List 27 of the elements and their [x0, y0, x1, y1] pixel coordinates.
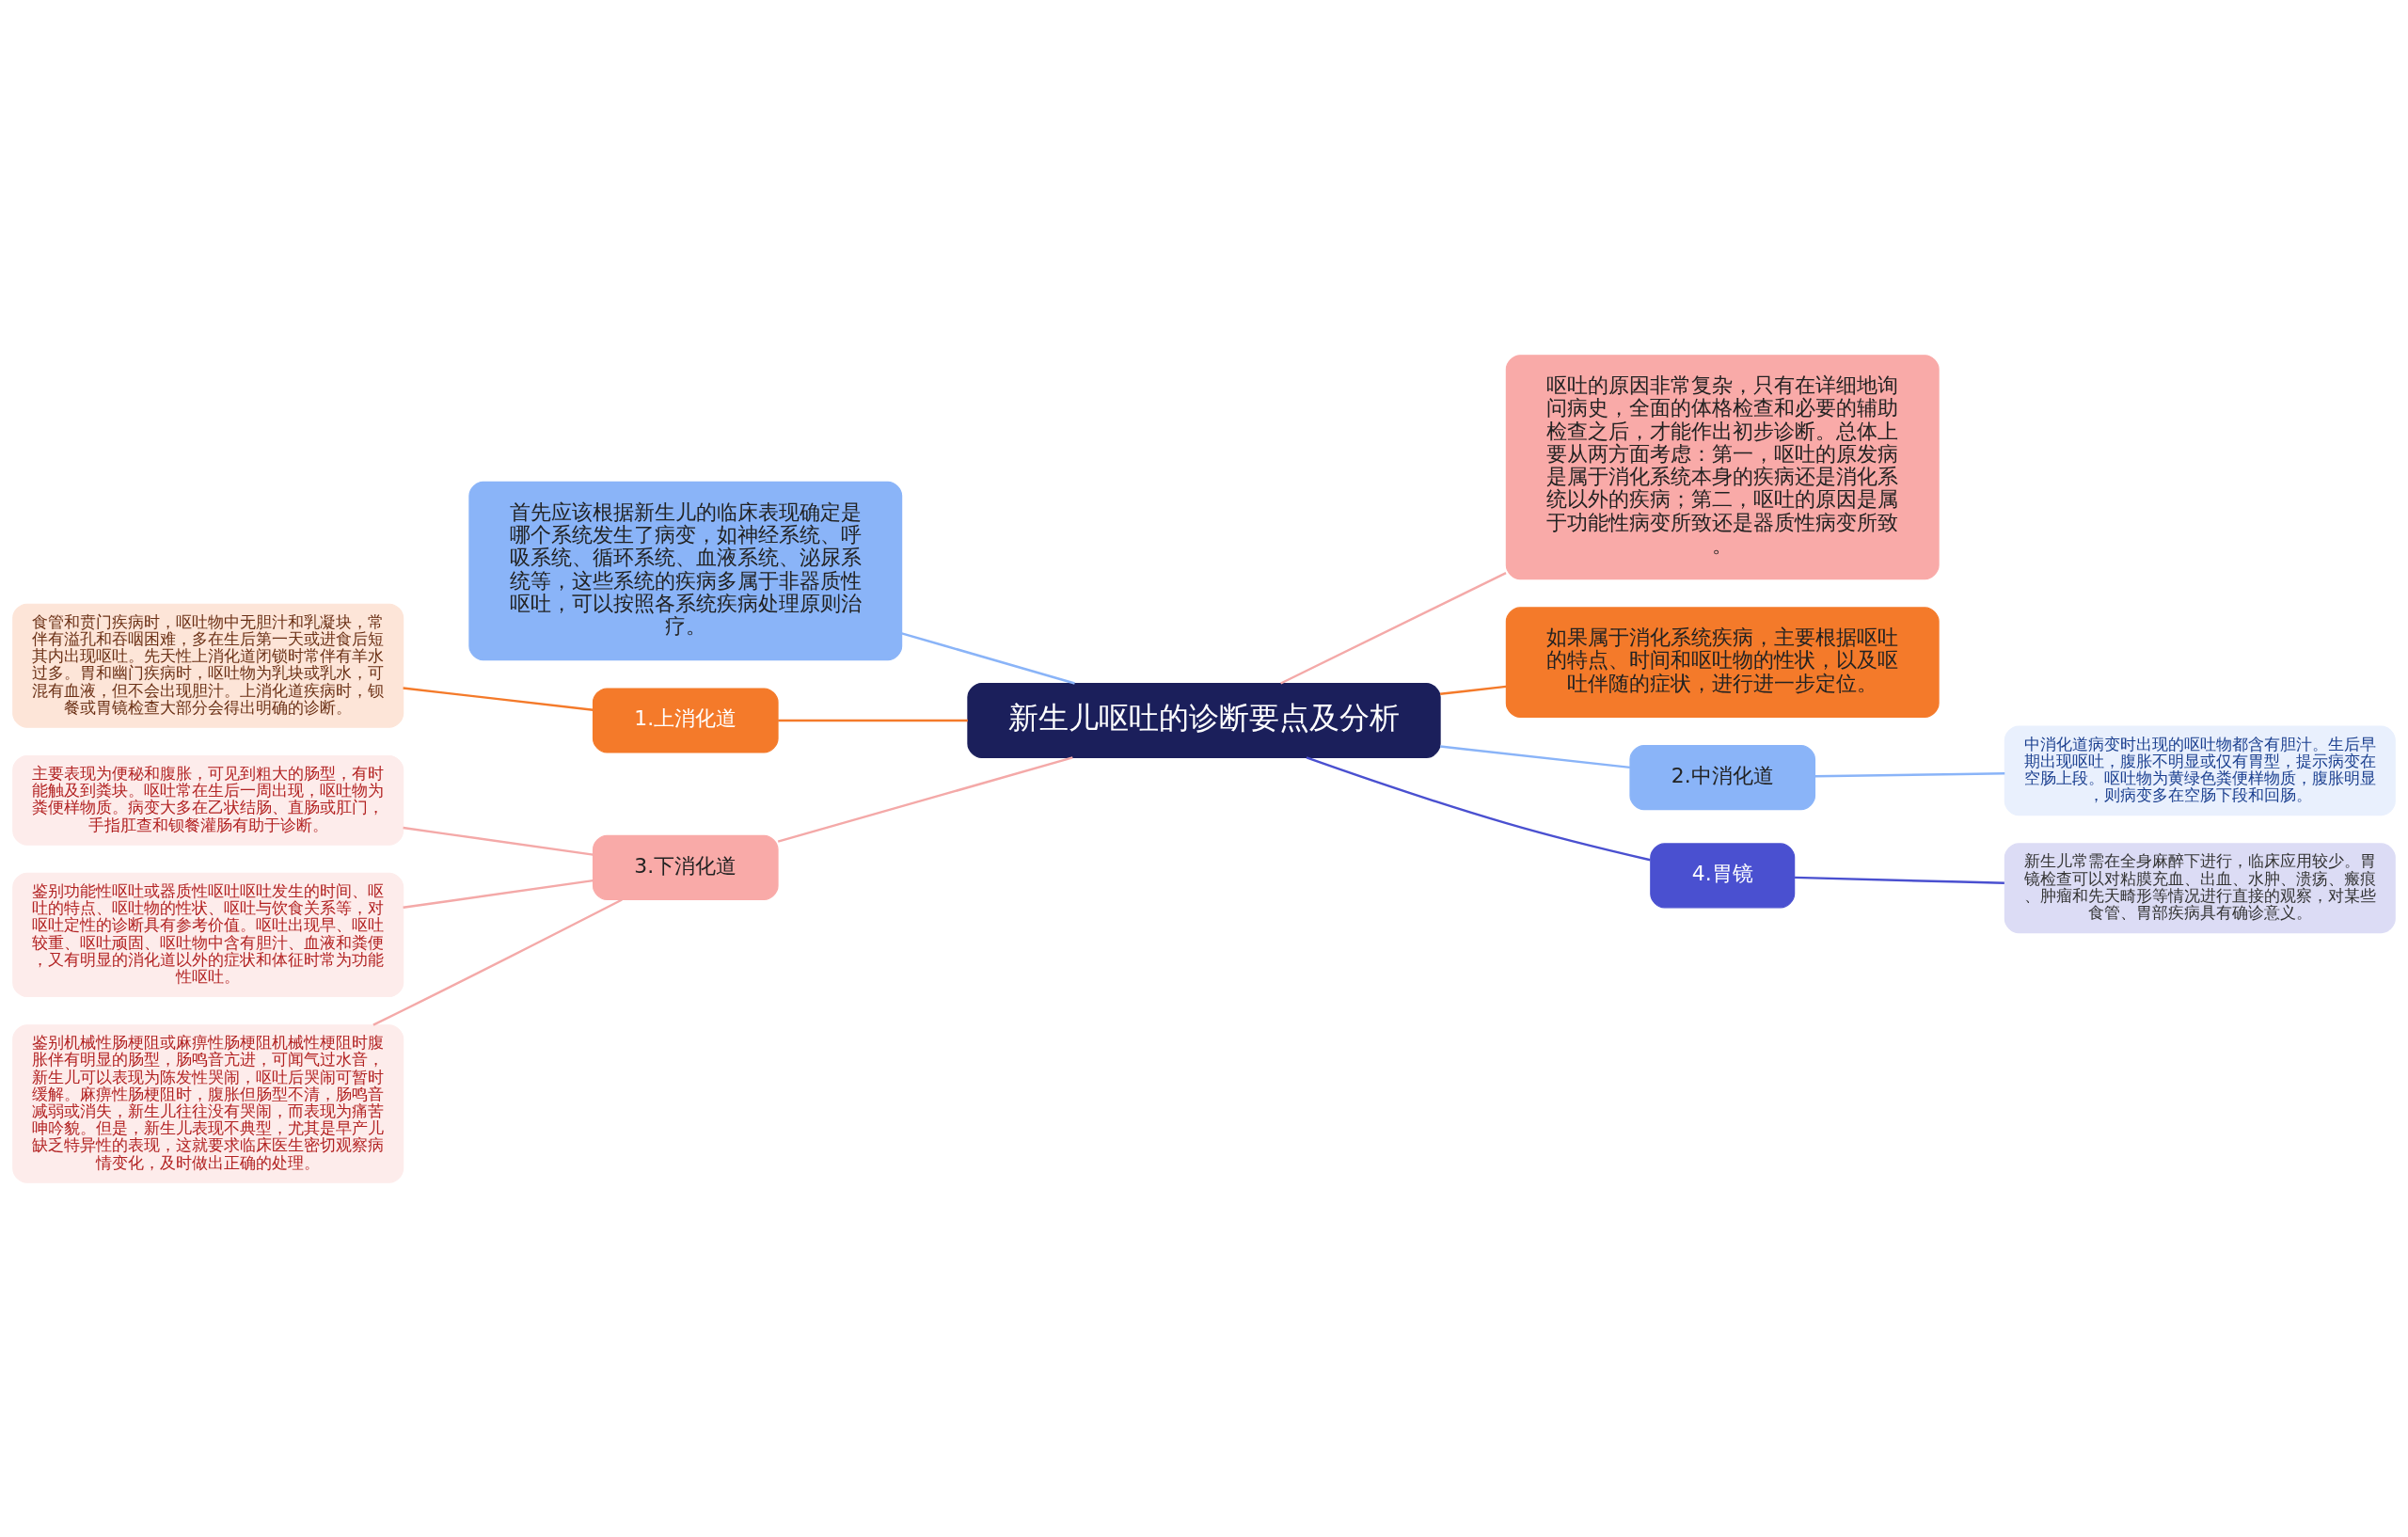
connector [372, 897, 623, 1026]
connector [1440, 685, 1507, 695]
node-box: 食管和贲门疾病时，呕吐物中无胆汁和乳凝块，常伴有溢孔和吞咽困难，多在生后第一天或进食后短其内出现呕吐。先天性上消化道闭锁时常伴有羊水过多。胃和幽门疾病时，呕吐物为乳块或乳水，可混有血液，但不会出现胆汁。上消化道疾病时，钡餐或胃镜检查大部分会得出明确的诊断。 [12, 603, 404, 728]
connector [403, 826, 594, 856]
connector [1280, 571, 1507, 685]
connector [901, 631, 1075, 685]
node-box: 主要表现为便秘和腹胀，可见到粗大的肠型，有时能触及到粪块。呕吐常在生后一周出现，呕吐物为粪便样物质。病变大多在乙状结肠、直肠或肛门，手指肛查和钡餐灌肠有助于诊断。 [12, 754, 404, 846]
connector [403, 879, 594, 909]
connector [778, 719, 968, 721]
node-box: 1.上消化道 [592, 687, 779, 753]
node-box: 呕吐的原因非常复杂，只有在详细地询问病史，全面的体格检查和必要的辅助检查之后，才能作出初步诊断。总体上要从两方面考虑：第一，呕吐的原发病是属于消化系统本身的疾病还是消化系统以外的疾病；第二，呕吐的原因是属于功能性病变所致还是器质性病变所致。 [1505, 354, 1940, 579]
node-box: 4.胃镜 [1650, 842, 1796, 908]
connector [1306, 755, 1651, 861]
connector [403, 686, 594, 711]
connector [1814, 771, 2005, 777]
node-box: 鉴别机械性肠梗阻或麻痹性肠梗阻机械性梗阻时腹胀伴有明显的肠型，肠鸣音亢进，可闻气过水音，新生儿可以表现为陈发性哭闹，呕吐后哭闹可暂时缓解。麻痹性肠梗阻时，腹胀但肠型不清，肠鸣音减弱或消失，新生儿往往没有哭闹，而表现为痛苦呻吟貌。但是，新生儿表现不典型，尤其是早产儿缺乏特异性的表现，这就要求临床医生密切观察病情变化，及时做出正确的处理。 [12, 1023, 404, 1183]
node-box: 首先应该根据新生儿的临床表现确定是哪个系统发生了病变，如神经系统、呼吸系统、循环系统、血液系统、泌尿系统等，这些系统的疾病多属于非器质性呕吐，可以按照各系统疾病处理原则治疗。 [468, 481, 903, 660]
connector [1795, 876, 2004, 884]
node-box: 鉴别功能性呕吐或器质性呕吐呕吐发生的时间、呕吐的特点、呕吐物的性状、呕吐与饮食关系等，对呕吐定性的诊断具有参考价值。呕吐出现早、呕吐较重、呕吐顽固、呕吐物中含有胆汁、血液和粪便，又有明显的消化道以外的症状和体征时常为功能性呕吐。 [12, 872, 404, 997]
node-box: 中消化道病变时出现的呕吐物都含有胆汁。生后早期出现呕吐，腹胀不明显或仅有胃型，提示病变在空肠上段。呕吐物为黄绿色粪便样物质，腹胀明显，则病变多在空肠下段和回肠。 [2004, 724, 2396, 816]
node-box: 新生儿呕吐的诊断要点及分析 [967, 682, 1441, 758]
node-box: 如果属于消化系统疾病，主要根据呕吐的特点、时间和呕吐物的性状，以及呕吐伴随的症状，进行进一步定位。 [1505, 606, 1940, 718]
node-box: 新生儿常需在全身麻醉下进行，临床应用较少。胃镜检查可以对粘膜充血、出血、水肿、溃疡、瘢痕、肿瘤和先天畸形等情况进行直接的观察，对某些食管、胃部疾病具有确诊意义。 [2004, 842, 2396, 933]
connector [1440, 744, 1631, 768]
connector [777, 755, 1073, 843]
node-box: 2.中消化道 [1629, 744, 1816, 810]
node-box: 3.下消化道 [592, 834, 779, 900]
